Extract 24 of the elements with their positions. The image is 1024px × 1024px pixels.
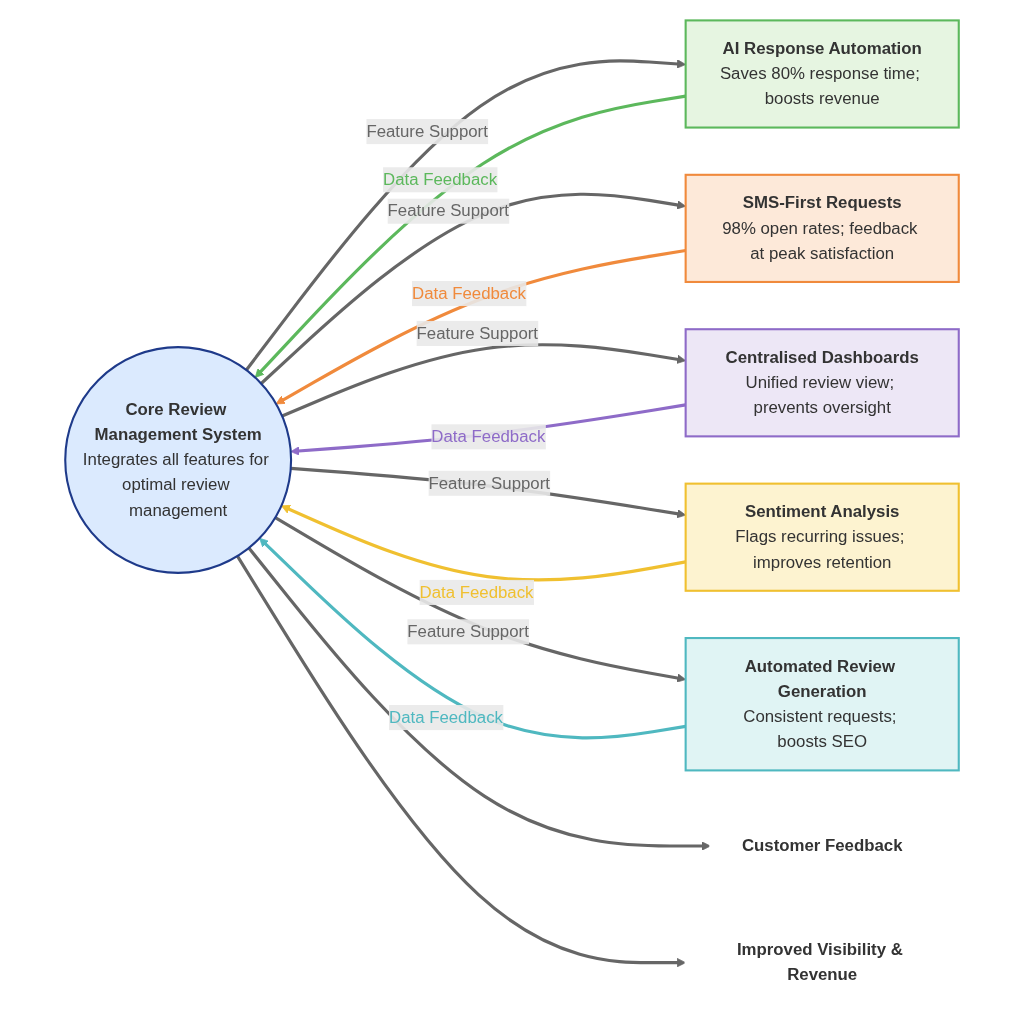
edge-label: Feature Support xyxy=(387,201,510,220)
node-box: Sentiment Analysis Flags recurring issues; improves retention xyxy=(684,482,960,592)
arrow xyxy=(280,504,686,582)
node-box: Centralised Dashboards Unified review view; prevents oversight xyxy=(684,328,960,438)
edge-label: Data Feedback xyxy=(383,170,498,189)
node-text: Improved Visibility & Revenue xyxy=(736,940,903,984)
node-text: Customer Feedback xyxy=(741,836,903,855)
arrow xyxy=(275,248,686,405)
node-box: Automated Review Generation Consistent requests; boosts SEO xyxy=(684,637,960,772)
arrow xyxy=(290,403,686,456)
edge-label: Feature Support xyxy=(416,323,539,342)
edge-label: Feature Support xyxy=(407,622,529,641)
edge-label: Data Feedback xyxy=(388,708,503,726)
arrow xyxy=(247,547,711,851)
node-box: AI Response Automation Saves 80% response time; boosts revenue xyxy=(684,19,960,129)
arrow xyxy=(259,537,686,740)
edge-label: Feature Support xyxy=(366,122,488,141)
edge-label: Data Feedback xyxy=(412,284,526,302)
edge-label: Data Feedback xyxy=(431,427,546,446)
arrow xyxy=(254,94,686,378)
node-circle: Core Review Management System Integrates all features for optimal review management xyxy=(64,346,293,574)
edge-label: Feature Support xyxy=(428,473,550,492)
node-box: SMS-First Requests 98% open rates; feedback at peak satisfaction xyxy=(684,173,960,283)
edge-label: Data Feedback xyxy=(419,582,534,601)
